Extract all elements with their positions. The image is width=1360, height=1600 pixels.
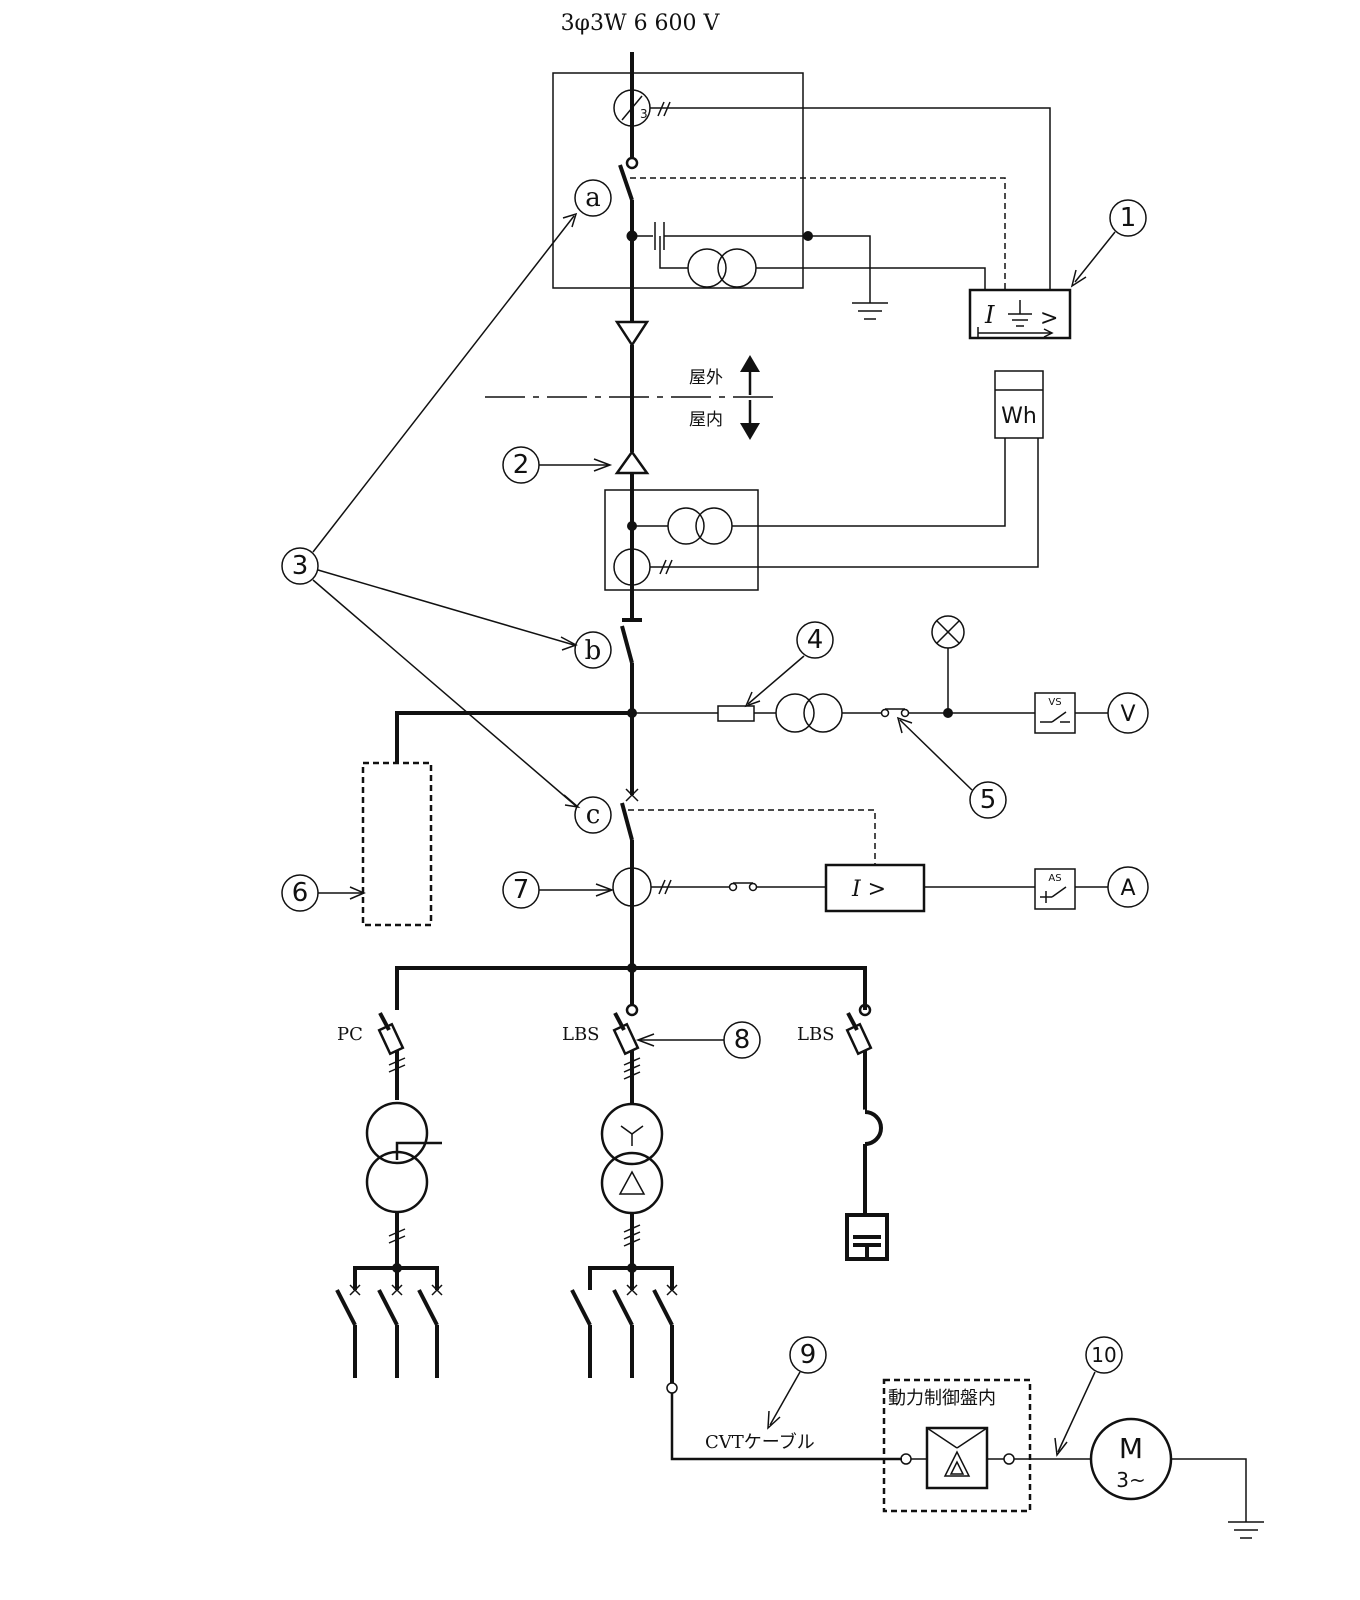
voltmeter-switch: VS [1034,692,1076,734]
ammeter-label: A [1120,876,1135,901]
lbs-capacitor-branch [845,1003,889,1261]
earth-icon-top [852,302,888,320]
marker-5: 5 [980,785,997,815]
svg-text:>: > [1040,306,1058,331]
ds-b-blade [620,625,634,664]
svg-text:VS: VS [1048,697,1061,708]
ammeter-icon [1107,866,1149,908]
marker-3: 3 [292,551,309,581]
zpd-transformer-icon [687,248,727,288]
inverter-icon [925,1426,989,1490]
supply-title: 3φ3W 6 600 V [561,11,721,36]
motor-label: M [1119,1432,1143,1465]
svg-text:a: a [585,183,601,213]
earth-icon-motor [1228,1521,1264,1539]
svg-text:c: c [586,800,601,830]
pc-label: PC [337,1024,363,1045]
unknown-device-6 [361,761,433,927]
cable-label: CVTケーブル [705,1431,815,1453]
voltmeter-label: V [1120,702,1135,727]
pas-enclosure [552,72,804,289]
zct-number: 3 [640,107,648,121]
marker-6: 6 [292,878,309,908]
vct-enclosure [604,489,759,591]
mccb-group-left [335,1284,443,1378]
lbs-transformer-branch [588,1003,674,1290]
ground-fault-relay: I > [968,288,1072,340]
power-control-panel [882,1378,1032,1513]
control-panel-label: 動力制御盤内 [888,1388,996,1409]
marker-7: 7 [513,875,530,905]
boundary-arrows [740,355,760,440]
vt-icon [775,693,815,733]
indicator-lamp-icon [931,615,965,649]
svg-text:b: b [585,636,602,666]
vt-fuse-icon [717,705,755,722]
voltmeter-icon [1107,692,1149,734]
ammeter-switch: AS [1034,868,1076,910]
motor-phase-label: 3~ [1116,1468,1145,1492]
letter-c: c [574,796,612,834]
marker-4: 4 [807,625,824,655]
cable-head-outdoor-icon [614,320,650,348]
svg-text:AS: AS [1048,873,1061,884]
cb-c-blade [620,802,634,841]
overcurrent-relay: I > [824,863,926,913]
marker-2: 2 [513,450,530,480]
marker-10: 10 [1091,1343,1116,1367]
watt-hour-meter: Wh [994,370,1044,439]
lbs-label-right: LBS [797,1024,835,1045]
svg-text:I: I [984,301,995,329]
svg-text:Wh: Wh [1001,404,1037,429]
pc-branch [353,1012,442,1290]
outdoor-label: 屋外 [689,368,723,388]
marker-8: 8 [734,1025,751,1055]
marker-9: 9 [800,1340,817,1370]
cable-head-indoor-icon [614,449,650,475]
pas-switch-blade [618,164,634,201]
marker-1: 1 [1120,203,1137,233]
lbs-label-middle: LBS [562,1024,600,1045]
svg-text:I >: I > [851,877,886,902]
mccb-group-middle [570,1284,678,1383]
indoor-label: 屋内 [689,410,723,430]
letter-a: a [574,179,612,217]
letter-b: b [574,631,612,669]
